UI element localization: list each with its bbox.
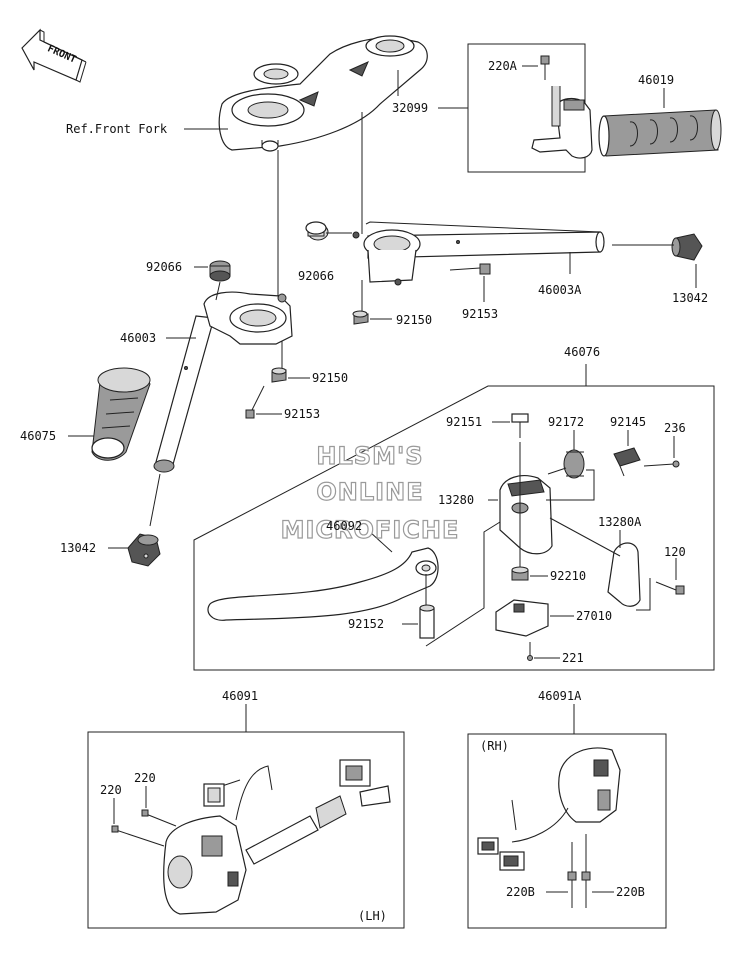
handlebar-46003 [153,291,293,473]
bolt-92150-right [352,310,369,325]
callout-120: 120 [664,545,686,559]
callout-220-upper: 220 [134,771,156,785]
screw-220-upper [141,809,177,827]
callout-92150-right: 92150 [396,313,432,327]
callout-46075: 46075 [20,429,56,443]
lever-46092 [207,547,439,621]
callout-236: 236 [664,421,686,435]
nut-92210 [511,566,529,581]
grip-46019 [598,109,722,157]
callout-92152: 92152 [348,617,384,631]
callout-92066-left: 92066 [146,260,182,274]
callout-92151: 92151 [446,415,482,429]
bar-end-13042-left [127,533,161,567]
callout-220-lower: 220 [100,783,122,797]
bar-end-13042-right [671,233,703,261]
grip-46075 [91,367,151,461]
callout-13280A: 13280A [598,515,642,529]
left-switch-housing [163,759,391,915]
upper-triple-clamp [218,35,428,152]
clutch-assembly-box [193,385,715,671]
callout-92150-left: 92150 [312,371,348,385]
bolt-92153-right [449,263,491,275]
side-label-rh: (RH) [480,739,509,753]
throttle-pulley [531,86,593,159]
callout-92172: 92172 [548,415,584,429]
callout-220B-right: 220B [616,885,645,899]
watermark-line-2: ONLINE [316,478,423,506]
callout-220B-left: 220B [506,885,535,899]
side-label-lh: (LH) [358,909,387,923]
adjuster-92172 [547,449,585,479]
bolt-92153-left [245,385,265,419]
front-arrow-icon: FRONT [21,28,87,83]
clutch-perch-13280 [499,475,553,555]
callout-221: 221 [562,651,584,665]
screw-221 [527,642,533,661]
callout-92066-right: 92066 [298,269,334,283]
callout-27010: 27010 [576,609,612,623]
watermark-line-1: HLSM'S [316,442,423,470]
callout-220A: 220A [488,59,518,73]
callout-46091: 46091 [222,689,258,703]
callout-46019: 46019 [638,73,674,87]
callout-46092: 46092 [326,519,362,533]
callout-92153-right: 92153 [462,307,498,321]
handlebar-46003A [363,221,605,286]
plug-92066-left [209,260,231,282]
callout-46003A: 46003A [538,283,582,297]
right-switch-housing [477,747,621,871]
callout-46003: 46003 [120,331,156,345]
right-switch-box [467,733,667,929]
callout-46091A: 46091A [538,689,582,703]
callout-92153-left: 92153 [284,407,320,421]
bolt-92151 [511,413,529,438]
callout-92210: 92210 [550,569,586,583]
callout-46076: 46076 [564,345,600,359]
callout-13280: 13280 [438,493,474,507]
ref-front-fork-label: Ref.Front Fork [66,122,168,136]
callout-13042-left: 13042 [60,541,96,555]
callout-32099: 32099 [392,101,428,115]
bracket-92145 [613,447,641,477]
switch-27010 [495,599,549,637]
screw-236 [643,460,680,468]
collar-92152 [419,604,435,639]
bolt-92150-left [271,367,287,383]
watermark-line-3: MICROFICHE [281,516,460,544]
screws-220B [567,834,591,908]
callout-13042-right: 13042 [672,291,708,305]
plug-92066-right [305,221,329,241]
bolt-120 [655,581,685,595]
callout-92145: 92145 [610,415,646,429]
clamp-13280A [607,542,641,607]
screw-220A [540,55,550,80]
screw-220-lower [111,825,165,847]
